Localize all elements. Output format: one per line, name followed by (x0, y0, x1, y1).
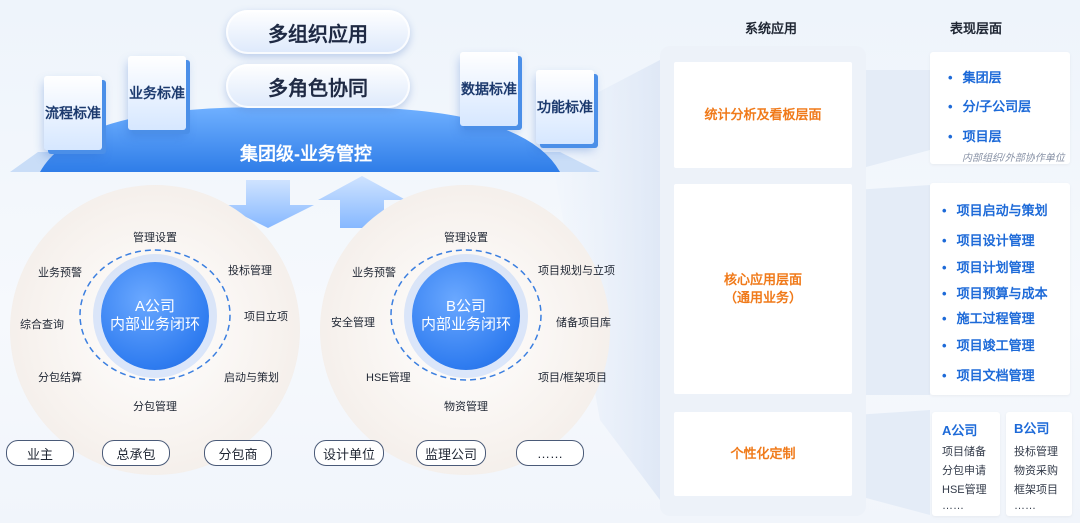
loop-b-label: 储备项目库 (556, 317, 611, 329)
level-item: •分/子公司层 (948, 99, 1032, 114)
core-item: •项目计划管理 (942, 260, 1035, 275)
presentation-header: 表现层面 (950, 21, 1003, 36)
company-b-custom-item: 投标管理 (1014, 446, 1058, 458)
loop-b-label: HSE管理 (366, 372, 411, 384)
loop-b-ring (390, 249, 542, 381)
core-item: •项目竣工管理 (942, 338, 1035, 353)
multi-org-pill: 多组织应用 (226, 10, 410, 54)
core-item: •项目文档管理 (942, 368, 1035, 383)
business-standard-card: 业务标准 (128, 56, 186, 130)
loop-b-label: 项目规划与立项 (538, 265, 615, 277)
loop-a-label: 分包结算 (38, 372, 82, 384)
company-a-custom-item: 项目储备 (942, 446, 986, 458)
company-b-custom-title: B公司 (1014, 421, 1050, 436)
loop-b-label: 安全管理 (331, 317, 375, 329)
levels-box (930, 52, 1070, 164)
loop-a-label: 业务预警 (38, 267, 82, 279)
layer-custom: 个性化定制 (674, 412, 852, 496)
company-a-custom-box (932, 412, 1000, 516)
loop-b-label: 项目/框架项目 (538, 372, 608, 384)
layer-core: 核心应用层面 （通用业务） (674, 184, 852, 394)
company-a-custom-item: …… (942, 500, 964, 512)
loop-a-ring (79, 249, 231, 381)
company-b-custom-item: …… (1014, 500, 1036, 512)
company-a-custom-title: A公司 (942, 423, 978, 438)
connector-bottom (855, 410, 930, 515)
layer-core-title: 核心应用层面 (723, 272, 802, 287)
system-app-header: 系统应用 (745, 21, 798, 36)
company-b-subtitle: 内部业务闭环 (420, 316, 511, 333)
role-general-contractor: 总承包 (102, 440, 170, 466)
role-owner: 业主 (6, 440, 74, 466)
role-subcontractor: 分包商 (204, 440, 272, 466)
core-items-box (930, 183, 1070, 395)
role-supervision: 监理公司 (416, 440, 486, 466)
core-item: •项目设计管理 (942, 233, 1035, 248)
company-a-title: A公司 (134, 298, 175, 315)
core-item: •项目启动与策划 (942, 203, 1048, 218)
function-standard-card: 功能标准 (536, 70, 594, 144)
levels-note: 内部组织/外部协作单位 (962, 153, 1065, 164)
company-a-custom-item: 分包申请 (942, 465, 986, 477)
company-b-custom-box (1006, 412, 1072, 516)
company-b-title: B公司 (445, 298, 486, 315)
core-item: •施工过程管理 (942, 311, 1035, 326)
company-a-subtitle: 内部业务闭环 (109, 316, 200, 333)
loop-a-label: 启动与策划 (224, 372, 279, 384)
loop-a-label: 投标管理 (228, 265, 272, 277)
role-design-unit: 设计单位 (314, 440, 384, 466)
layer-analytics: 统计分析及看板层面 (674, 62, 852, 168)
loop-a-label: 分包管理 (133, 401, 177, 413)
core-item: •项目预算与成本 (942, 286, 1048, 301)
loop-b-label: 管理设置 (444, 232, 488, 244)
company-a-core: A公司 内部业务闭环 (101, 262, 209, 370)
loop-b-label: 业务预警 (352, 267, 396, 279)
layer-core-subtitle: （通用业务） (723, 290, 802, 305)
dome-label: 集团级-业务管控 (240, 144, 372, 164)
company-b-custom-item: 框架项目 (1014, 484, 1058, 496)
process-standard-card: 流程标准 (44, 76, 102, 150)
multi-role-pill: 多角色协同 (226, 64, 410, 108)
level-item: •项目层 (948, 129, 1002, 144)
loop-a-label: 管理设置 (133, 232, 177, 244)
connector-top (855, 70, 930, 170)
data-standard-card: 数据标准 (460, 52, 518, 126)
company-b-custom-item: 物资采购 (1014, 465, 1058, 477)
company-b-core: B公司 内部业务闭环 (412, 262, 520, 370)
company-a-custom-item: HSE管理 (942, 484, 987, 496)
loop-a-label: 项目立项 (244, 311, 288, 323)
loop-b-label: 物资管理 (444, 401, 488, 413)
connector-mid (855, 185, 930, 395)
role-more: …… (516, 440, 584, 466)
loop-a-label: 综合查询 (20, 319, 64, 331)
level-item: •集团层 (948, 70, 1002, 85)
